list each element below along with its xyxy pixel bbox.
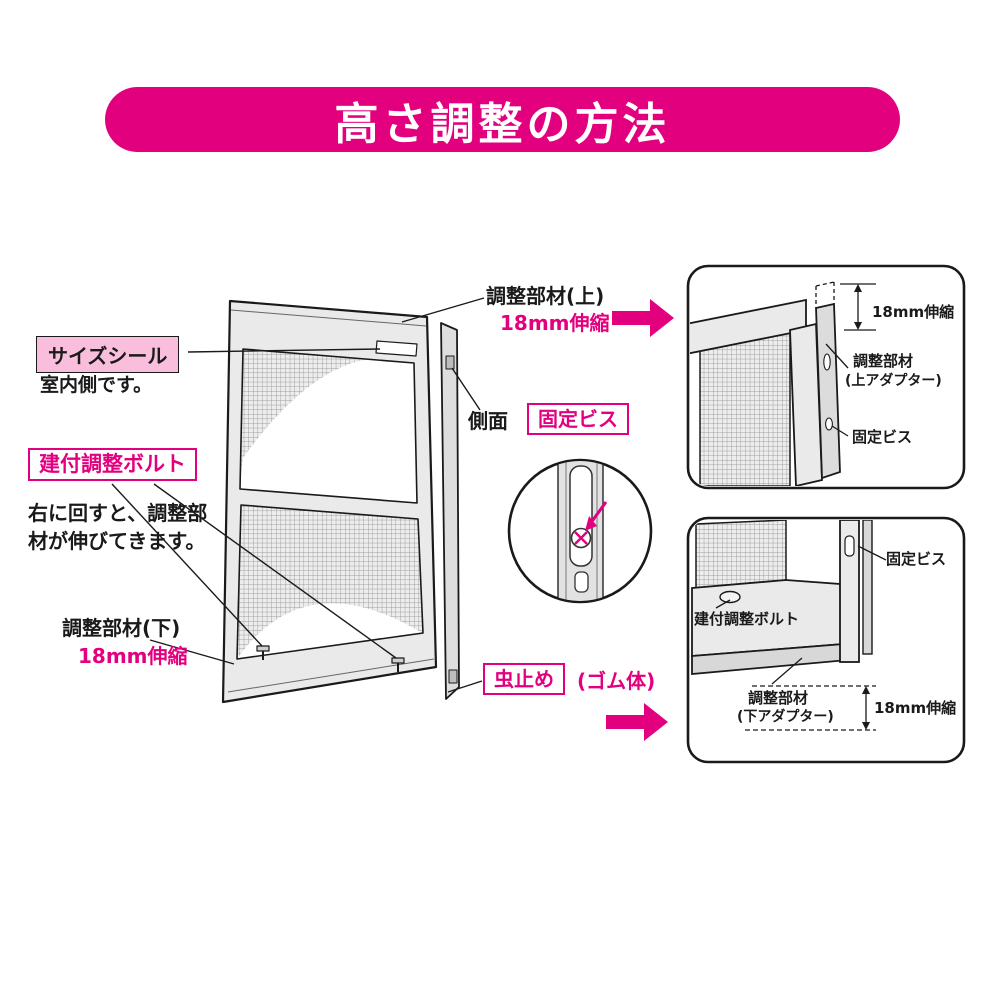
page-title: 高さ調整の方法 [105,87,900,152]
detail-panel-bottom [686,516,966,764]
arrow-to-top-panel-icon [612,299,674,337]
panel-bottom-stretch-label: 18mm伸縮 [874,699,957,717]
arrow-to-bottom-panel-icon [606,703,668,741]
size-seal-label: サイズシール [36,336,180,373]
detail-panel-top [686,264,966,490]
adjust-bolt-desc-line1: 右に回すと、調整部 [28,501,208,525]
adjuster-top-stretch: 18mm伸縮 [500,311,610,335]
panel-bottom-adapter-line1: 調整部材 [748,689,809,707]
screw-pointer-arrowhead [585,516,597,531]
adjuster-bottom-stretch: 18mm伸縮 [78,644,188,668]
screen-door-illustration [221,299,460,704]
leader-lines [111,297,485,693]
panel-top-adapter-line2: (上アダプター) [845,373,942,389]
side-face-label: 側面 [468,409,508,433]
panel-bottom-screw-label: 固定ビス [886,550,947,568]
side-face [440,322,460,700]
insect-stop-note: (ゴム体) [577,669,656,693]
fixing-screw-top-panel [825,417,833,431]
upper-adapter-part [815,302,841,480]
lower-mesh [237,505,423,659]
upper-mesh [240,349,417,503]
panel-top-adapter-line1: 調整部材 [853,352,914,370]
adjust-bolt-label: 建付調整ボルト [28,448,197,482]
panel-top-stretch-label: 18mm伸縮 [872,303,955,321]
panel-top-screw-label: 固定ビス [852,428,913,446]
adjust-bolt-head-detail [719,590,741,604]
adjust-bolt-desc-line2: 材が伸びてきます。 [28,529,206,553]
insect-stop-label: 虫止め [483,663,565,695]
adjuster-bottom-label: 調整部材(下) [62,616,181,640]
fixing-screw-detail-callout [507,458,653,604]
panel-bottom-adapter-line2: (下アダプター) [737,709,834,725]
adjust-bolt-heads [256,645,405,672]
panel-bottom-bolt-label: 建付調整ボルト [694,610,800,628]
fixing-screw-label: 固定ビス [527,403,629,435]
fixing-screw-bottom-panel [844,535,855,557]
size-seal-sticker [375,340,418,357]
size-seal-note: 室内側です。 [40,374,153,396]
adjuster-top-label: 調整部材(上) [486,284,605,308]
